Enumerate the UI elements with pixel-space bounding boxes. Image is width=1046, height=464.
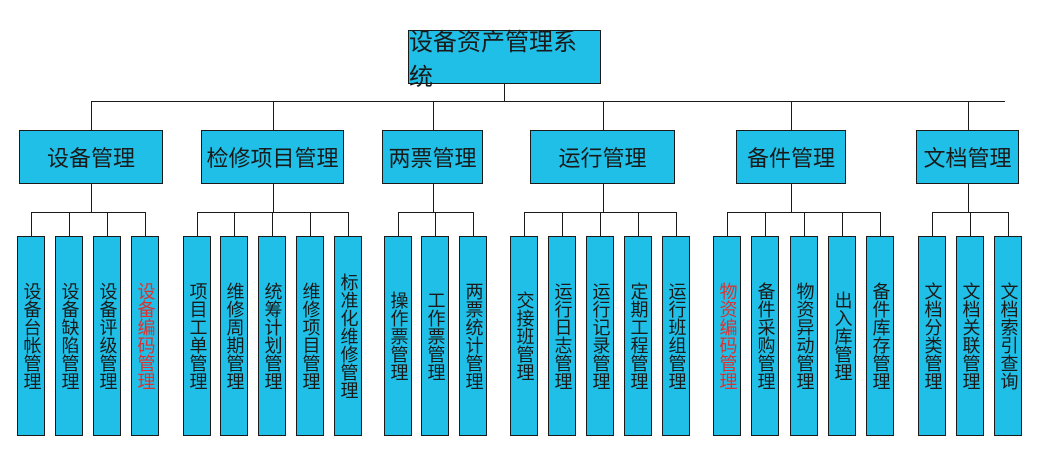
leaf-node: 文档关联管理 (956, 236, 984, 436)
category-drop-line (603, 101, 604, 130)
category-down-line (433, 184, 434, 212)
leaf-node: 操作票管理 (384, 236, 412, 436)
category-down-line (273, 184, 274, 212)
category-drop-line (791, 101, 792, 130)
leaf-drop-line (765, 212, 766, 236)
leaf-bus-line (31, 212, 146, 213)
leaf-node: 物资编码管理 (713, 236, 741, 436)
leaf-drop-line (727, 212, 728, 236)
leaf-drop-line (932, 212, 933, 236)
leaf-drop-line (970, 212, 971, 236)
leaf-node: 统筹计划管理 (258, 236, 286, 436)
leaf-node: 定期工程管理 (624, 236, 652, 436)
leaf-node: 项目工单管理 (183, 236, 211, 436)
category-node: 设备管理 (19, 130, 163, 184)
leaf-node: 出入库管理 (828, 236, 856, 436)
leaf-drop-line (600, 212, 601, 236)
category-down-line (91, 184, 92, 212)
category-node: 备件管理 (736, 130, 846, 184)
leaf-node: 运行班组管理 (662, 236, 690, 436)
leaf-node: 两票统计管理 (459, 236, 487, 436)
leaf-node: 备件采购管理 (751, 236, 779, 436)
leaf-node: 维修项目管理 (296, 236, 324, 436)
leaf-drop-line (69, 212, 70, 236)
leaf-drop-line (1008, 212, 1009, 236)
leaf-drop-line (524, 212, 525, 236)
category-node: 运行管理 (530, 130, 675, 184)
leaf-drop-line (473, 212, 474, 236)
leaf-drop-line (562, 212, 563, 236)
leaf-node: 标准化维修管理 (334, 236, 362, 436)
leaf-drop-line (310, 212, 311, 236)
category-down-line (791, 184, 792, 212)
leaf-drop-line (638, 212, 639, 236)
category-node: 两票管理 (382, 130, 483, 184)
leaf-bus-line (398, 212, 474, 213)
leaf-node: 交接班管理 (510, 236, 538, 436)
leaf-drop-line (107, 212, 108, 236)
leaf-node: 工作票管理 (421, 236, 449, 436)
leaf-node: 文档索引查询 (994, 236, 1022, 436)
leaf-drop-line (145, 212, 146, 236)
category-node: 检修项目管理 (201, 130, 344, 184)
category-down-line (968, 184, 969, 212)
category-drop-line (273, 101, 274, 130)
leaf-drop-line (880, 212, 881, 236)
leaf-bus-line (197, 212, 349, 213)
leaf-drop-line (435, 212, 436, 236)
leaf-drop-line (348, 212, 349, 236)
leaf-drop-line (398, 212, 399, 236)
leaf-node: 设备缺陷管理 (55, 236, 83, 436)
leaf-drop-line (676, 212, 677, 236)
leaf-node: 备件库存管理 (866, 236, 894, 436)
leaf-drop-line (804, 212, 805, 236)
root-node: 设备资产管理系统 (408, 28, 601, 91)
category-drop-line (433, 101, 434, 130)
leaf-node: 物资异动管理 (790, 236, 818, 436)
leaf-drop-line (31, 212, 32, 236)
leaf-node: 维修周期管理 (220, 236, 248, 436)
leaf-drop-line (234, 212, 235, 236)
leaf-drop-line (842, 212, 843, 236)
root-connector (504, 84, 505, 101)
category-drop-line (91, 101, 92, 130)
category-down-line (603, 184, 604, 212)
category-node: 文档管理 (916, 130, 1019, 184)
leaf-node: 设备评级管理 (93, 236, 121, 436)
leaf-node: 文档分类管理 (918, 236, 946, 436)
leaf-node: 运行记录管理 (586, 236, 614, 436)
leaf-node: 运行日志管理 (548, 236, 576, 436)
category-drop-line (968, 101, 969, 130)
leaf-node: 设备台帐管理 (17, 236, 45, 436)
leaf-drop-line (197, 212, 198, 236)
leaf-node: 设备编码管理 (131, 236, 159, 436)
category-bus-line (91, 101, 1005, 102)
leaf-drop-line (272, 212, 273, 236)
